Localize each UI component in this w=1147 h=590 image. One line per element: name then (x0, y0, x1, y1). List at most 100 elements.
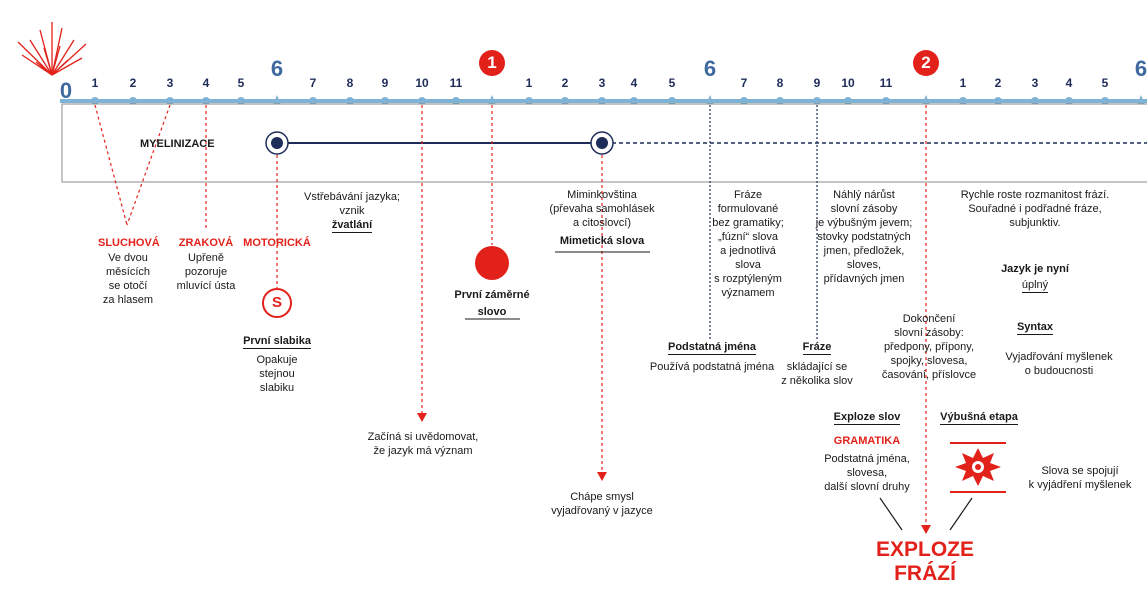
timeline-dot (776, 97, 784, 105)
tick-label: 11 (879, 76, 893, 90)
slabika-l3: slabiku (259, 382, 295, 394)
arrow-head-3b (597, 472, 607, 481)
slabika-title-text: První slabika (243, 335, 311, 349)
timeline-dot (598, 97, 606, 105)
tick-label: 2 (994, 76, 1002, 90)
prvni-slovo-l1: První záměrné (454, 289, 530, 301)
zrakova-l3: mluvící ústa (176, 280, 236, 292)
timeline-dot (630, 97, 638, 105)
year-1-badge: 1 (479, 50, 505, 76)
tick-label: 4 (630, 76, 638, 90)
mimin-l2: (převaha samohlásek (549, 203, 655, 215)
gramatika-title: GRAMATIKA (833, 435, 901, 447)
fraze-l8: významem (721, 287, 775, 299)
motoricka-title: MOTORICKÁ (243, 237, 311, 249)
prvni-slovo-l2: slovo (477, 306, 507, 318)
fraze-l7: s rozptýleným (714, 273, 782, 285)
syntax-title: Syntax (1000, 320, 1070, 335)
tick-label: 6 (270, 56, 284, 81)
zrakova-l1: Upřeně (187, 252, 225, 264)
vyznam-l2: že jazyk má význam (373, 445, 473, 457)
myelination-node-end (590, 131, 614, 155)
fraze2-l2: z několika slov (781, 375, 853, 387)
tick-label: 3 (166, 76, 174, 90)
timeline-dot (668, 97, 676, 105)
first-word-dot (475, 246, 509, 280)
timeline-dot (418, 97, 426, 105)
narust-l3: je výbušným jevem; (815, 217, 913, 229)
tick-label: 9 (813, 76, 821, 90)
gram-l3: další slovní druhy (824, 481, 910, 493)
sluchova-l2: měsících (105, 266, 150, 278)
timeline-dot (452, 97, 460, 105)
timeline-dot (1031, 97, 1039, 105)
year-2-badge: 2 (913, 50, 939, 76)
syntax-l2: o budoucnosti (1024, 365, 1094, 377)
sluchova-title: SLUCHOVÁ (98, 237, 160, 249)
fraze2-title: Fráze (784, 340, 850, 355)
tick-zero: 0 (59, 78, 73, 103)
podst-l1: Používá podstatná jména (649, 361, 775, 373)
tick-label: 4 (202, 76, 210, 90)
syntax-l1: Vyjadřování myšlenek (1005, 351, 1113, 363)
exploze-frazi-title: EXPLOZE FRÁZÍ (875, 538, 975, 585)
tick-label: 8 (776, 76, 784, 90)
slabika-title: První slabika (232, 334, 322, 349)
narust-l7: přídavných jmen (823, 273, 905, 285)
tick-label: 10 (841, 76, 855, 90)
timeline-dot (129, 97, 137, 105)
syntax-title-text: Syntax (1016, 321, 1054, 335)
timeline-dot (381, 97, 389, 105)
tick-label: 1 (959, 76, 967, 90)
narust-l6: sloves, (846, 259, 882, 271)
jazyk-l2: úplný (985, 278, 1085, 293)
tick-label: 1 (525, 76, 533, 90)
vstrebavani-l3-text: žvatlání (331, 219, 373, 233)
timeline-dot (166, 97, 174, 105)
zrakova-title: ZRAKOVÁ (178, 237, 234, 249)
timeline-dot (346, 97, 354, 105)
spojuji-l2: k vyjádření myšlenek (1028, 479, 1132, 491)
rychle-l3: subjunktiv. (1009, 217, 1061, 229)
vyznam-l1: Začíná si uvědomovat, (367, 431, 479, 443)
arrow-head-year2 (921, 525, 931, 534)
chape-l1: Chápe smysl (570, 491, 634, 503)
tick-label: 1 (91, 76, 99, 90)
gram-l1: Podstatná jména, (824, 453, 910, 465)
timeline-dot (959, 97, 967, 105)
starburst-icon (17, 22, 87, 76)
fraze-l5: a jednotlivá (720, 245, 776, 257)
fraze-l2: formulované (717, 203, 779, 215)
sluchova-l1: Ve dvou (108, 252, 148, 264)
vybusna-title-text: Výbušná etapa (940, 411, 1018, 425)
dokonceni-l2: slovní zásoby: (894, 327, 964, 339)
explosion-icon (950, 442, 1006, 493)
fraze2-l1: skládající se (786, 361, 848, 373)
tick-label: 3 (1031, 76, 1039, 90)
narust-l1: Náhlý nárůst (833, 189, 895, 201)
jazyk-l1: Jazyk je nyní (1001, 263, 1069, 275)
tick-label: 7 (740, 76, 748, 90)
dokonceni-l4: spojky, slovesa, (890, 355, 968, 367)
tick-label: 2 (561, 76, 569, 90)
timeline-dot (561, 97, 569, 105)
slabika-l1: Opakuje (256, 354, 298, 366)
narust-l5: jmen, předložek, (823, 245, 905, 257)
fraze2-title-text: Fráze (802, 341, 832, 355)
timeline-dot (525, 97, 533, 105)
pointer-right (949, 497, 973, 531)
tick-label: 5 (1101, 76, 1109, 90)
narust-l4: stovky podstatných (817, 231, 911, 243)
myelination-node-start (265, 131, 289, 155)
sluchova-l4: za hlasem (102, 294, 154, 306)
exploze-slov-text: Exploze slov (833, 411, 901, 425)
tick-label: 7 (309, 76, 317, 90)
slabika-l2: stejnou (259, 368, 295, 380)
dokonceni-l3: předpony, přípony, (883, 341, 975, 353)
vstrebavani-l3: žvatlání (296, 218, 408, 233)
dokonceni-l1: Dokončení (902, 313, 956, 325)
connector-1 (94, 104, 128, 226)
dokonceni-l5: časování, příslovce (881, 369, 977, 381)
timeline-dot (202, 97, 210, 105)
